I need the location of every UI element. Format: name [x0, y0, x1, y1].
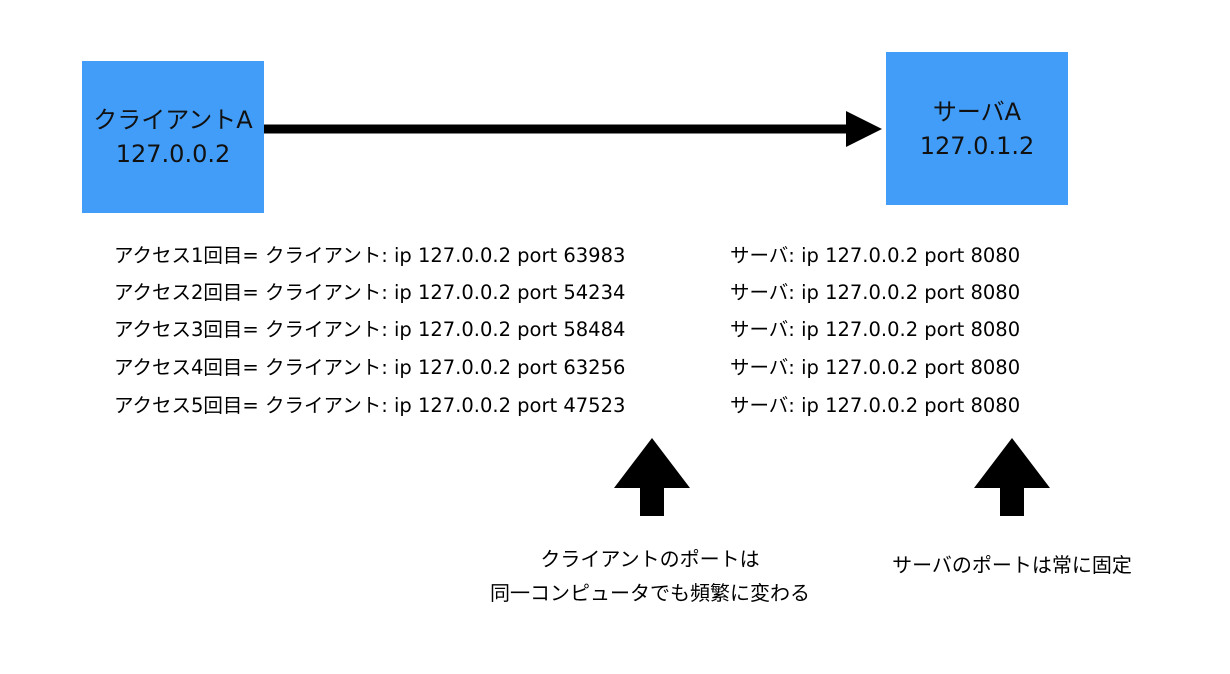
server-access-row: サーバ: ip 127.0.0.2 port 8080	[730, 394, 1021, 417]
server-name: サーバA	[932, 97, 1022, 126]
server-port-up-arrow	[974, 438, 1050, 516]
server-port-caption: サーバのポートは常に固定	[892, 553, 1132, 577]
client-access-row: アクセス1回目= クライアント: ip 127.0.0.2 port 63983	[114, 244, 626, 267]
client-access-row: アクセス3回目= クライアント: ip 127.0.0.2 port 58484	[114, 318, 626, 341]
client-port-caption: クライアントのポートは 同一コンピュータでも頻繁に変わる	[450, 542, 850, 610]
server-access-row: サーバ: ip 127.0.0.2 port 8080	[730, 244, 1021, 267]
server-box: サーバA 127.0.1.2	[886, 52, 1068, 205]
client-access-row: アクセス5回目= クライアント: ip 127.0.0.2 port 47523	[114, 394, 626, 417]
server-access-row: サーバ: ip 127.0.0.2 port 8080	[730, 281, 1021, 304]
connection-arrow-head	[846, 111, 882, 147]
client-access-row: アクセス2回目= クライアント: ip 127.0.0.2 port 54234	[114, 281, 626, 304]
client-ip: 127.0.0.2	[115, 140, 231, 168]
server-ip: 127.0.1.2	[919, 131, 1035, 160]
client-box: クライアントA 127.0.0.2	[82, 61, 264, 213]
server-access-row: サーバ: ip 127.0.0.2 port 8080	[730, 318, 1021, 341]
client-access-row: アクセス4回目= クライアント: ip 127.0.0.2 port 63256	[114, 356, 626, 379]
client-caption-line2: 同一コンピュータでも頻繁に変わる	[490, 581, 810, 605]
server-access-row: サーバ: ip 127.0.0.2 port 8080	[730, 356, 1021, 379]
client-name: クライアントA	[93, 106, 253, 134]
client-caption-line1: クライアントのポートは	[540, 547, 760, 571]
client-port-up-arrow	[614, 438, 690, 516]
